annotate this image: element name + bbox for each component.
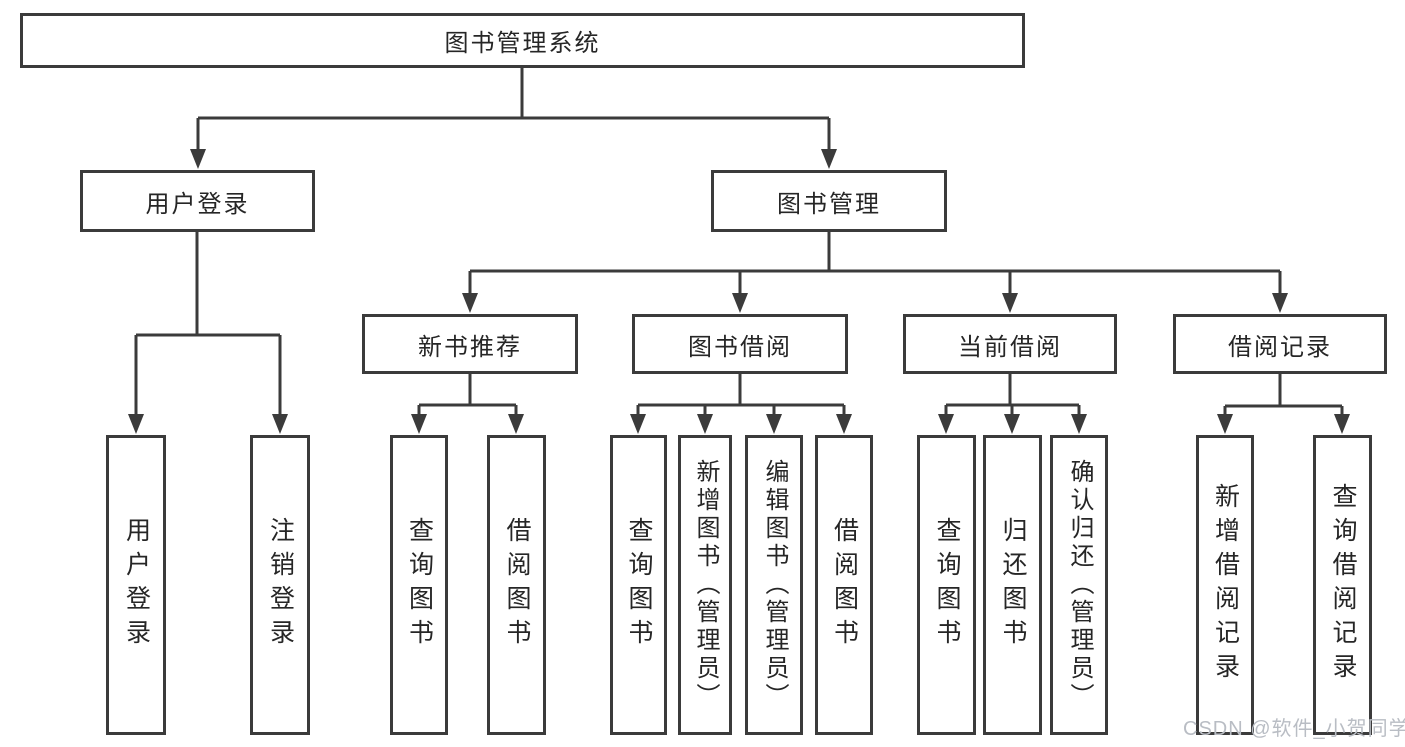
node-label: 图书借阅 — [688, 333, 792, 361]
leaf-add-borrow-record: 新增借阅记录 — [1196, 435, 1254, 735]
leaf-label: 确认归还（管理员） — [1066, 459, 1093, 711]
node-current-borrowing: 当前借阅 — [903, 314, 1117, 374]
node-new-book-recommendation: 新书推荐 — [362, 314, 578, 374]
leaf-query-borrow-record: 查询借阅记录 — [1313, 435, 1372, 735]
csdn-watermark: CSDN @软件_小贺同学 — [1183, 718, 1405, 740]
leaf-label: 查询图书 — [625, 517, 653, 653]
leaf-label: 新增图书（管理员） — [692, 459, 719, 711]
node-label: 当前借阅 — [958, 333, 1062, 361]
leaf-label: 新增借阅记录 — [1211, 483, 1240, 687]
leaf-label: 查询借阅记录 — [1329, 483, 1357, 687]
node-label: 图书管理 — [777, 190, 881, 218]
leaf-return-books: 归还图书 — [983, 435, 1042, 735]
node-user-login: 用户登录 — [80, 170, 315, 232]
leaf-label: 借阅图书 — [503, 517, 531, 653]
leaf-user-login: 用户登录 — [106, 435, 166, 735]
leaf-query-books: 查询图书 — [610, 435, 667, 735]
node-label: 借阅记录 — [1228, 333, 1332, 361]
node-label: 用户登录 — [145, 190, 250, 218]
leaf-add-books-admin: 新增图书（管理员） — [678, 435, 732, 735]
node-book-borrowing: 图书借阅 — [632, 314, 848, 374]
leaf-logout-login: 注销登录 — [250, 435, 310, 735]
leaf-query-books: 查询图书 — [917, 435, 976, 735]
leaf-borrow-books: 借阅图书 — [815, 435, 873, 735]
leaf-confirm-return-admin: 确认归还（管理员） — [1050, 435, 1108, 735]
node-label: 图书管理系统 — [444, 30, 601, 57]
leaf-label: 用户登录 — [122, 517, 151, 653]
leaf-label: 查询图书 — [405, 517, 434, 653]
node-label: 新书推荐 — [418, 333, 522, 361]
leaf-label: 借阅图书 — [830, 517, 859, 653]
node-book-management: 图书管理 — [711, 170, 947, 232]
leaf-query-books: 查询图书 — [390, 435, 448, 735]
leaf-borrow-books: 借阅图书 — [487, 435, 546, 735]
connector-lines — [134, 68, 1344, 417]
leaf-label: 归还图书 — [999, 517, 1027, 653]
leaf-edit-books-admin: 编辑图书（管理员） — [745, 435, 803, 735]
leaf-label: 编辑图书（管理员） — [761, 459, 788, 711]
node-library-management-system: 图书管理系统 — [20, 13, 1025, 68]
leaf-label: 查询图书 — [933, 517, 961, 653]
leaf-label: 注销登录 — [266, 517, 295, 653]
node-borrowing-records: 借阅记录 — [1173, 314, 1387, 374]
